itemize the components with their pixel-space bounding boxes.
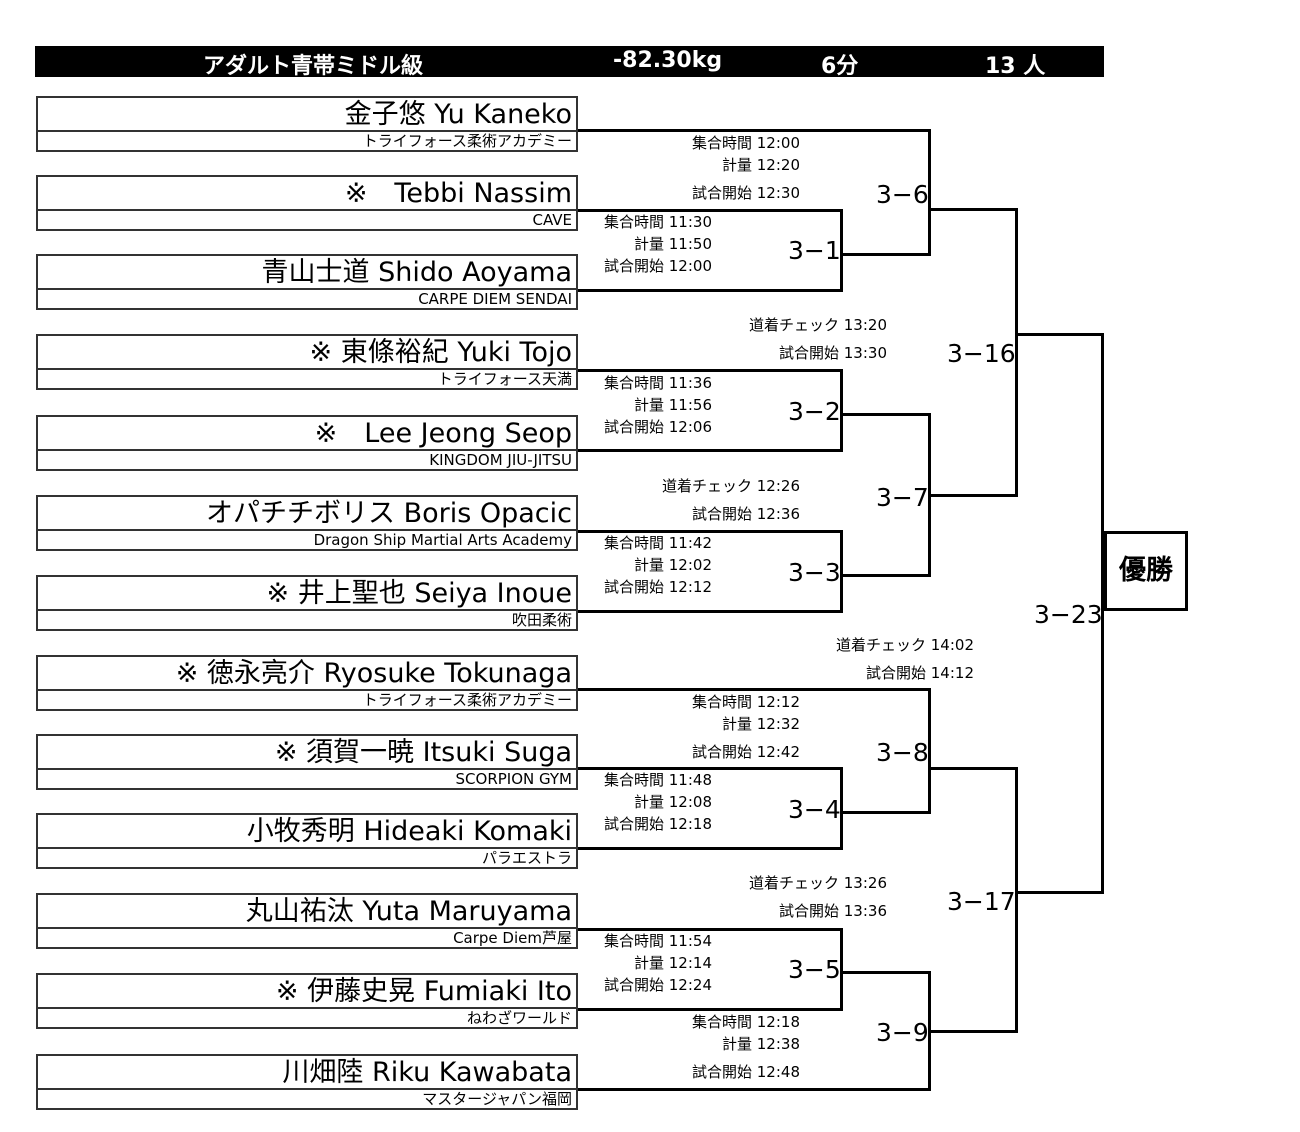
- player-name: ※ 須賀一暁 Itsuki Suga: [36, 734, 578, 770]
- player-name: 丸山祐汰 Yuta Maruyama: [36, 893, 578, 929]
- match-label: 3−16: [947, 339, 1016, 368]
- player-name: 小牧秀明 Hideaki Komaki: [36, 813, 578, 849]
- match-label: 3−4: [788, 795, 841, 824]
- player-team: パラエストラ: [36, 849, 578, 869]
- weight-limit: -82.30kg: [613, 48, 723, 73]
- match-label: 3−8: [876, 738, 929, 767]
- player-name: 川畑陸 Riku Kawabata: [36, 1054, 578, 1090]
- player-team: ねわざワールド: [36, 1009, 578, 1029]
- division-title: アダルト青帯ミドル級: [203, 54, 424, 79]
- player-team: Carpe Diem芦屋: [36, 929, 578, 949]
- match-label: 3−9: [876, 1018, 929, 1047]
- player-name: ※ Tebbi Nassim: [36, 175, 578, 211]
- player-team: トライフォース天満: [36, 370, 578, 390]
- champion-box: 優勝: [1104, 531, 1188, 611]
- player-team: SCORPION GYM: [36, 770, 578, 790]
- player-team: CARPE DIEM SENDAI: [36, 290, 578, 310]
- match-label: 3−2: [788, 397, 841, 426]
- match-label: 3−7: [876, 483, 929, 512]
- player-name: ※ 東條裕紀 Yuki Tojo: [36, 334, 578, 370]
- match-label: 3−23: [1034, 600, 1103, 629]
- player-team: トライフォース柔術アカデミー: [36, 132, 578, 152]
- player-team: マスタージャパン福岡: [36, 1090, 578, 1110]
- player-name: ※ 井上聖也 Seiya Inoue: [36, 575, 578, 611]
- entrant-count: 13 人: [985, 54, 1046, 79]
- player-team: トライフォース柔術アカデミー: [36, 691, 578, 711]
- player-name: オパチチボリス Boris Opacic: [36, 495, 578, 531]
- match-label: 3−3: [788, 558, 841, 587]
- player-name: 金子悠 Yu Kaneko: [36, 96, 578, 132]
- player-team: Dragon Ship Martial Arts Academy: [36, 531, 578, 551]
- player-name: ※ 徳永亮介 Ryosuke Tokunaga: [36, 655, 578, 691]
- player-name: ※ Lee Jeong Seop: [36, 415, 578, 451]
- match-label: 3−17: [947, 887, 1016, 916]
- player-team: KINGDOM JIU-JITSU: [36, 451, 578, 471]
- player-team: CAVE: [36, 211, 578, 231]
- match-time: 6分: [821, 54, 859, 79]
- player-name: 青山士道 Shido Aoyama: [36, 254, 578, 290]
- division-header: アダルト青帯ミドル級 -82.30kg 6分 13 人: [35, 46, 1104, 79]
- match-label: 3−1: [788, 236, 841, 265]
- match-label: 3−5: [788, 955, 841, 984]
- match-label: 3−6: [876, 180, 929, 209]
- player-team: 吹田柔術: [36, 611, 578, 631]
- player-name: ※ 伊藤史晃 Fumiaki Ito: [36, 973, 578, 1009]
